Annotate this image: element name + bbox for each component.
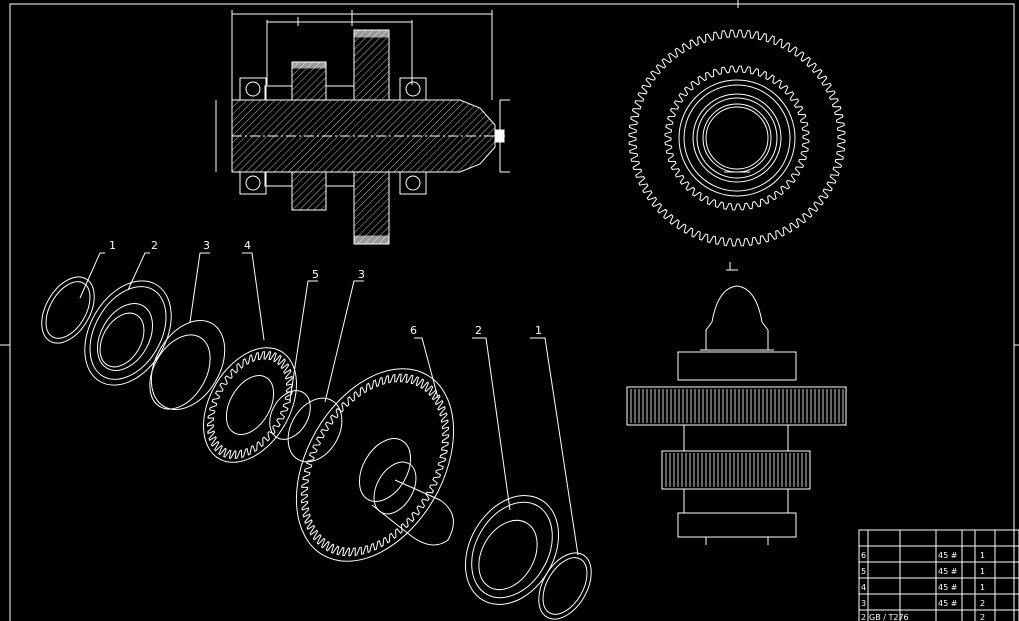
callout-leaders <box>79 252 579 556</box>
callout-label: 6 <box>410 324 417 337</box>
bom-row-material: 45 # <box>938 583 958 592</box>
callout-label: 2 <box>151 239 158 252</box>
callout-label: 3 <box>203 239 210 252</box>
gear-front-view <box>628 0 846 271</box>
bom-row-qty: 2 <box>980 599 985 608</box>
bom-row-material: 45 # <box>938 551 958 560</box>
exploded-view <box>41 276 592 620</box>
bom-row-no: 3 <box>861 599 866 608</box>
bom-row-no: 4 <box>861 583 866 592</box>
bom-row-no: 5 <box>861 567 866 576</box>
bom-row-no: 2 <box>861 613 866 621</box>
callout-label: 5 <box>312 268 319 281</box>
bom-row-qty: 1 <box>980 551 985 560</box>
callout-label: 4 <box>244 239 251 252</box>
callout-label: 1 <box>535 324 542 337</box>
bom-row-material: 45 # <box>938 567 958 576</box>
bom-row-qty: 1 <box>980 583 985 592</box>
callout-labels: 1 2 3 4 5 3 6 2 1 <box>109 239 542 337</box>
bom-row-material: 45 # <box>938 599 958 608</box>
bom-table <box>858 529 1019 621</box>
callout-label: 2 <box>475 324 482 337</box>
section-view <box>215 10 510 245</box>
bom-rows: 6 45 # 1 5 45 # 1 4 45 # 1 3 45 # 2 2 GB… <box>861 551 985 621</box>
bom-row-code: GB / T276 <box>869 613 909 621</box>
callout-label: 1 <box>109 239 116 252</box>
shaft-side-view <box>626 285 847 545</box>
callout-label: 3 <box>358 268 365 281</box>
bom-row-no: 6 <box>861 551 866 560</box>
bom-row-qty: 2 <box>980 613 985 621</box>
bom-row-qty: 1 <box>980 567 985 576</box>
drawing-frame <box>9 3 1015 621</box>
